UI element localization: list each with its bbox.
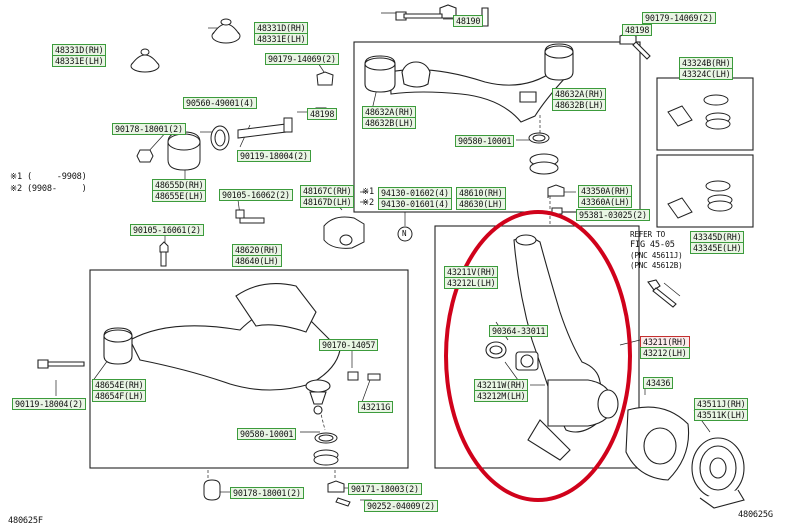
- boot-kits: [667, 94, 733, 219]
- label-48190: 48190: [453, 15, 484, 27]
- frames: [89, 41, 754, 469]
- label-90179-14069-right: 90179-14069(2): [642, 12, 716, 24]
- label-94130-01601: 94130-01601(4): [378, 198, 452, 210]
- label-90179-14069-left: 90179-14069(2): [265, 53, 339, 65]
- label-48198-left: 48198: [307, 108, 338, 120]
- label-48632b-lh-right: 48632B(LH): [552, 99, 607, 111]
- symbol-star1: ※1: [362, 187, 374, 197]
- label-48640-lh: 48640(LH): [232, 255, 282, 267]
- upper-arm-frame: [353, 41, 641, 213]
- figure-code-right: 480625G: [738, 510, 773, 520]
- lower-arm-frame: [89, 269, 409, 469]
- label-90580-10001-top: 90580-10001: [455, 135, 515, 147]
- label-90178-18001-top: 90178-18001(2): [112, 123, 186, 135]
- label-48654f-lh: 48654F(LH): [92, 390, 147, 402]
- label-43436: 43436: [643, 377, 674, 389]
- label-48167d-lh: 48167D(LH): [300, 196, 355, 208]
- label-90560-49001: 90560-49001(4): [183, 97, 257, 109]
- label-90170-14057: 90170-14057: [319, 339, 379, 351]
- bracket: [323, 216, 365, 249]
- label-48198-right: 48198: [622, 24, 653, 36]
- steering-knuckle: [485, 234, 677, 461]
- label-90580-10001-bottom: 90580-10001: [237, 428, 297, 440]
- highlight-ellipse: [444, 210, 632, 502]
- knuckle-frame: [434, 225, 640, 469]
- label-43212m-lh: 43212M(LH): [474, 390, 529, 402]
- label-90119-18004-top: 90119-18004(2): [237, 150, 311, 162]
- label-43211g: 43211G: [358, 401, 394, 413]
- seals: [203, 132, 565, 507]
- label-43360a-lh: 43360A(LH): [578, 196, 633, 208]
- figure-code-left: 480625F: [8, 516, 43, 526]
- label-90105-16061: 90105-16061(2): [130, 224, 204, 236]
- lower-control-arm: [37, 283, 341, 415]
- label-95381-03025: 95381-03025(2): [576, 209, 650, 221]
- label-43212l-lh: 43212L(LH): [444, 277, 499, 289]
- refer-line-3: (PNC 45611J): [630, 251, 683, 260]
- label-90105-16062: 90105-16062(2): [219, 189, 293, 201]
- refer-line-4: (PNC 45612B): [630, 261, 683, 270]
- label-48331e-lh: 48331E(LH): [254, 33, 309, 45]
- note-star2: ※2 (9908- ): [10, 184, 87, 194]
- refer-line-1: REFER TO: [630, 230, 665, 239]
- bushing-group: [136, 117, 293, 267]
- symbol-star2: ※2: [362, 198, 374, 208]
- label-90178-18001-bottom: 90178-18001(2): [230, 487, 304, 499]
- n-circle: [397, 226, 413, 242]
- label-43212-lh: 43212(LH): [640, 347, 690, 359]
- label-48632b-lh-left: 48632B(LH): [362, 117, 417, 129]
- label-90364-33011: 90364-33011: [489, 325, 549, 337]
- label-90252-04009: 90252-04009(2): [364, 500, 438, 512]
- boot-kit-frame-lower: [656, 154, 754, 228]
- label-43511k-lh: 43511K(LH): [694, 409, 749, 421]
- refer-line-2: FIG 45-05: [630, 240, 675, 250]
- label-90119-18004-bottom: 90119-18004(2): [12, 398, 86, 410]
- label-43324c-lh: 43324C(LH): [679, 68, 734, 80]
- label-48331e-lh-left: 48331E(LH): [52, 55, 107, 67]
- n-mark: N: [402, 229, 407, 238]
- label-90171-18003: 90171-18003(2): [348, 483, 422, 495]
- note-star1: ※1 ( -9908): [10, 172, 87, 182]
- dust-cover-hub: [625, 406, 745, 509]
- label-48655e-lh: 48655E(LH): [152, 190, 207, 202]
- label-43345e-lh: 43345E(LH): [690, 242, 745, 254]
- upper-control-arm: [364, 4, 651, 123]
- label-48630-lh: 48630(LH): [456, 198, 506, 210]
